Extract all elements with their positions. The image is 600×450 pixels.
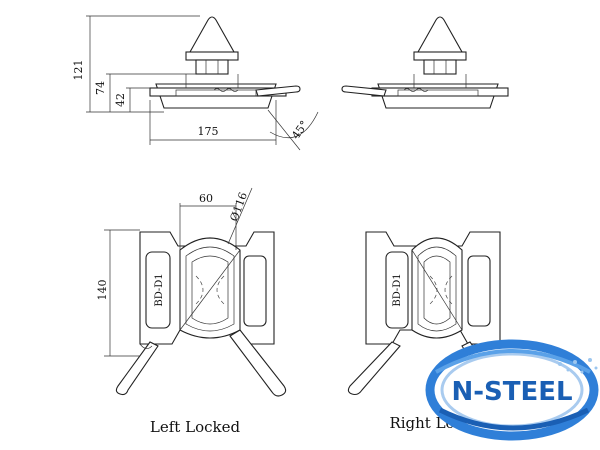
n-steel-logo: N-STEEL (425, 339, 599, 441)
dim-45-deg: 45° (289, 118, 311, 141)
caption-left-locked: Left Locked (150, 418, 241, 436)
dim-175: 175 (198, 125, 219, 138)
top-view-left-locked: BD-D1 60 Ø116 140 (96, 187, 287, 397)
logo-text: N-STEEL (451, 377, 572, 407)
dim-74: 74 (94, 81, 107, 95)
top-view-right-locked: BD-D1 (347, 231, 505, 397)
dim-42: 42 (114, 93, 127, 107)
side-view-left: 121 74 42 175 45° (72, 15, 319, 151)
dim-121: 121 (72, 60, 85, 81)
body-label-left: BD-D1 (154, 273, 165, 306)
body-label-right: BD-D1 (392, 273, 403, 306)
dim-diameter-116: Ø116 (227, 190, 249, 223)
side-view-right (341, 16, 509, 109)
dim-140: 140 (96, 280, 109, 301)
dim-60: 60 (199, 192, 213, 205)
